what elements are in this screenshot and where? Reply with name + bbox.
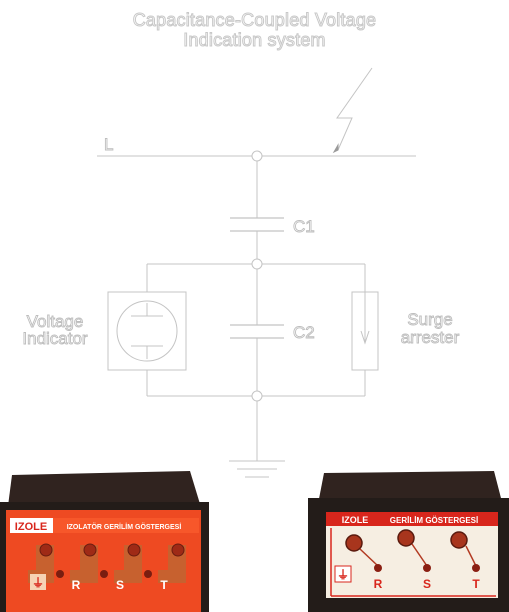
device-left-brand: IZOLE: [15, 521, 47, 533]
capacitor-c1-label: C1: [293, 217, 315, 236]
device-photo-left: IZOLE IZOLATÖR GERİLİM GÖSTERGESİ ⏚ R S …: [0, 471, 209, 612]
device-right-phase-r: R: [374, 577, 383, 591]
junction-node-middle: [251, 258, 263, 270]
device-left-title: IZOLATÖR GERİLİM GÖSTERGESİ: [67, 522, 182, 531]
surge-arrester-arrow-icon: [360, 330, 370, 345]
voltage-indicator-label-1: Voltage: [27, 312, 84, 331]
voltage-indicator-label-2: Indicator: [22, 329, 88, 348]
device-right-panel: [326, 512, 498, 598]
capacitor-c2-label: C2: [293, 323, 315, 342]
device-left-sockets: [56, 570, 152, 578]
device-right-title: GERİLİM GÖSTERGESİ: [390, 516, 478, 525]
device-left-phase-r: R: [72, 578, 81, 592]
device-right-wires: [359, 543, 477, 567]
device-left-lamps: [39, 543, 185, 557]
junction-node-bottom: [251, 390, 263, 402]
title-line-1: Capacitance-Coupled Voltage: [132, 10, 377, 31]
device-right-brand: IZOLE: [342, 515, 369, 525]
line-label: L: [104, 135, 113, 154]
device-right-sockets: [374, 564, 480, 572]
device-right-lamps: [345, 529, 468, 552]
device-photo-right: IZOLE GERİLİM GÖSTERGESİ ⏚ R S T: [308, 471, 509, 612]
diagram-title: Capacitance-Coupled Voltage Indication s…: [0, 10, 509, 51]
device-left-header: [10, 518, 199, 533]
device-left-housing-top: [8, 471, 200, 506]
device-right-ground-icon: ⏚: [337, 568, 349, 582]
surge-arrester-label-2: arrester: [401, 328, 460, 347]
device-right-phase-t: T: [472, 577, 480, 591]
device-right-header: [326, 512, 498, 526]
junction-node-top: [251, 150, 263, 162]
device-left-ground-box: [30, 574, 46, 590]
device-right-housing-top: [318, 471, 502, 504]
ground-icon: [229, 460, 285, 478]
device-left-phase-t: T: [160, 578, 168, 592]
lightning-bolt-icon: [336, 67, 373, 151]
surge-arrester-label-1: Surge: [407, 310, 452, 329]
lightning-arrow-head: [332, 143, 339, 154]
title-line-2: Indication system: [183, 30, 326, 51]
device-left-phase-s: S: [116, 578, 124, 592]
device-right-ground-box: [334, 565, 352, 583]
device-left-brand-box: [10, 518, 53, 533]
device-left-ground-icon: ⏚: [32, 576, 44, 590]
device-right-phase-s: S: [423, 577, 431, 591]
